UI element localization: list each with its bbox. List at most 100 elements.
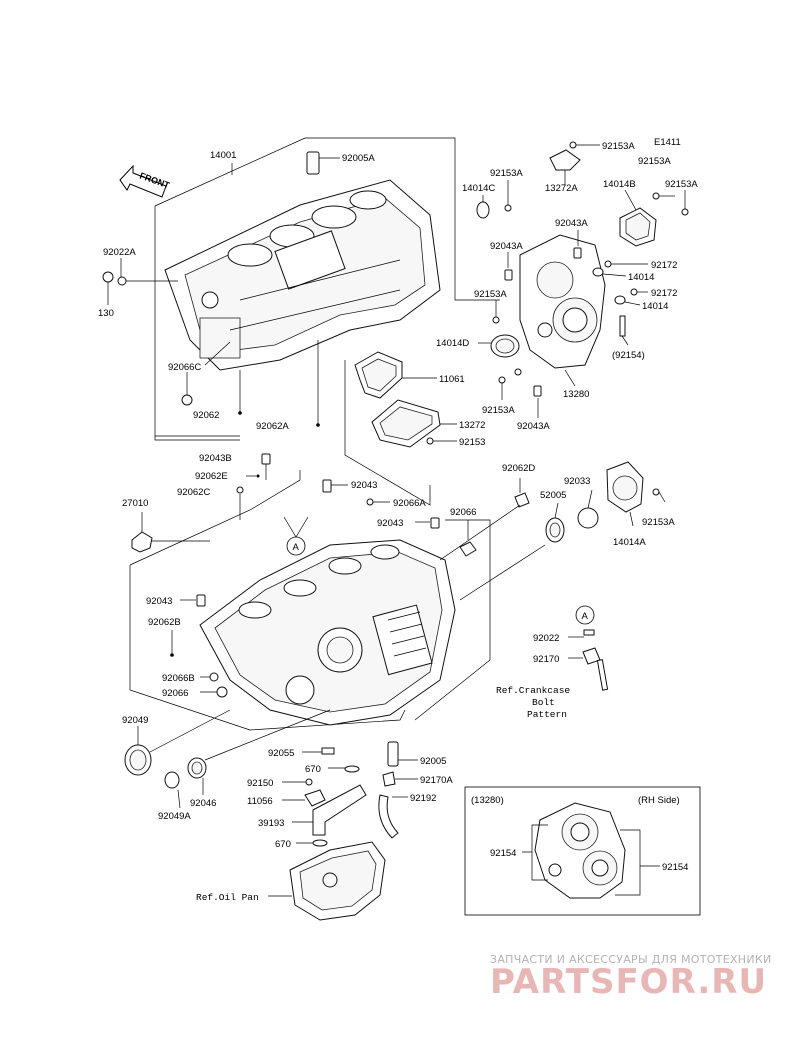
label-92005: 92005 <box>420 756 446 767</box>
label-ref-crankcase-2: Bolt <box>532 697 555 708</box>
label-13272A: 13272A <box>545 183 578 194</box>
label-92172-a: 92172 <box>651 260 677 271</box>
label-14014D: 14014D <box>436 338 469 349</box>
lower-crankcase <box>199 539 456 726</box>
upper-crankcase <box>164 179 441 371</box>
label-92153A-low: 92153A <box>482 405 515 416</box>
label-92046: 92046 <box>190 798 216 809</box>
label-92066C: 92066C <box>168 362 201 373</box>
seal-92049A <box>164 771 180 789</box>
svg-text:A: A <box>293 542 300 553</box>
label-92153A-right2: 92153A <box>665 179 698 190</box>
label-14001: 14001 <box>210 150 236 161</box>
label-92043-b: 92043 <box>377 518 403 529</box>
label-13272: 13272 <box>459 420 485 431</box>
label-92172-b: 92172 <box>651 288 677 299</box>
hose-92192 <box>378 794 399 839</box>
bolt-92153A-top <box>569 141 577 149</box>
label-92022: 92022 <box>533 633 559 644</box>
label-92153: 92153 <box>459 437 485 448</box>
label-92066-left: 92066 <box>162 688 188 699</box>
label-52005: 52005 <box>540 490 566 501</box>
bolt-130 <box>102 271 114 283</box>
dowel-92043B <box>261 453 271 465</box>
label-92192: 92192 <box>410 793 436 804</box>
label-92005A: 92005A <box>342 153 375 164</box>
oring-670-a <box>344 765 360 773</box>
bolt-92154 <box>619 315 626 337</box>
label-92043A-c: 92043A <box>517 421 550 432</box>
label-11061: 11061 <box>439 374 465 385</box>
label-92062A: 92062A <box>256 421 289 432</box>
label-92153A-left: 92153A <box>490 168 523 179</box>
plug-92066C <box>181 394 193 406</box>
pipe-92005 <box>387 741 399 767</box>
label-92022A: 92022A <box>103 247 136 258</box>
clamp-92170A <box>382 771 396 787</box>
label-92153A-mid: 92153A <box>474 289 507 300</box>
callout-A-lower: A <box>575 605 595 625</box>
label-92043-a: 92043 <box>351 480 377 491</box>
label-39193: 39193 <box>258 818 284 829</box>
inset-side-cover <box>534 802 626 899</box>
inset-title: (13280) <box>471 795 504 806</box>
bearing-92046 <box>187 757 207 779</box>
watermark-tagline: ЗАПЧАСТИ И АКСЕССУАРЫ ДЛЯ МОТОТЕХНИКИ <box>490 953 772 966</box>
label-11056: 11056 <box>247 796 273 807</box>
label-92066-right: 92066 <box>450 507 476 518</box>
label-92043A-b: 92043A <box>490 241 523 252</box>
pump-52005 <box>545 517 565 543</box>
label-13280: 13280 <box>563 389 589 400</box>
label-92154-paren: (92154) <box>612 350 645 361</box>
cover-14014A <box>606 461 644 513</box>
plug-92062D <box>514 492 530 508</box>
label-670-a: 670 <box>305 764 321 775</box>
washer-92022 <box>583 629 595 636</box>
label-14014A: 14014A <box>613 537 646 548</box>
label-92043B: 92043B <box>199 453 232 464</box>
label-92062D: 92062D <box>502 463 535 474</box>
label-14014-a: 14014 <box>628 272 654 283</box>
label-92062B: 92062B <box>148 617 181 628</box>
label-92170A: 92170A <box>420 775 453 786</box>
bolt-92150 <box>305 778 313 786</box>
plug-92066A <box>366 498 374 506</box>
plug-92066 <box>459 541 477 557</box>
label-ref-oil-pan: Ref.Oil Pan <box>196 892 259 903</box>
label-92062: 92062 <box>193 410 219 421</box>
oring-670-b <box>312 839 328 847</box>
dowel-92005A <box>306 151 320 175</box>
strainer-11056 <box>304 789 326 807</box>
label-92062E: 92062E <box>195 471 228 482</box>
label-ref-crankcase-1: Ref.Crankcase <box>496 685 570 696</box>
dowel-92043A-b <box>504 269 513 281</box>
label-92153A-right1: 92153A <box>638 156 671 167</box>
label-92153A-f: 92153A <box>642 517 675 528</box>
inset-label-92154-left: 92154 <box>490 848 516 859</box>
label-92062C: 92062C <box>177 487 210 498</box>
oil-pan-ref <box>289 841 386 921</box>
label-27010: 27010 <box>122 498 148 509</box>
label-92153A-top: 92153A <box>602 141 635 152</box>
oring-92055 <box>321 747 335 755</box>
pipe-39193 <box>312 784 367 836</box>
washer-92022A <box>117 276 127 286</box>
label-92033: 92033 <box>564 476 590 487</box>
circlip-92033 <box>577 507 599 529</box>
label-92055: 92055 <box>268 748 294 759</box>
label-92043-c: 92043 <box>146 596 172 607</box>
label-14014B: 14014B <box>603 179 636 190</box>
label-14014-b: 14014 <box>642 301 668 312</box>
label-670-b: 670 <box>275 839 291 850</box>
label-92049: 92049 <box>122 715 148 726</box>
inset-label-92154-right: 92154 <box>662 862 688 873</box>
plate-13272A <box>549 149 581 171</box>
dowel-92043A-a <box>573 247 582 259</box>
label-92066A: 92066A <box>393 498 426 509</box>
svg-text:A: A <box>582 611 589 622</box>
plug-92062C <box>236 486 244 494</box>
label-14014C: 14014C <box>462 183 495 194</box>
label-92170: 92170 <box>533 654 559 665</box>
gasket-14014C <box>476 201 490 219</box>
side-cover-13280 <box>519 234 606 369</box>
